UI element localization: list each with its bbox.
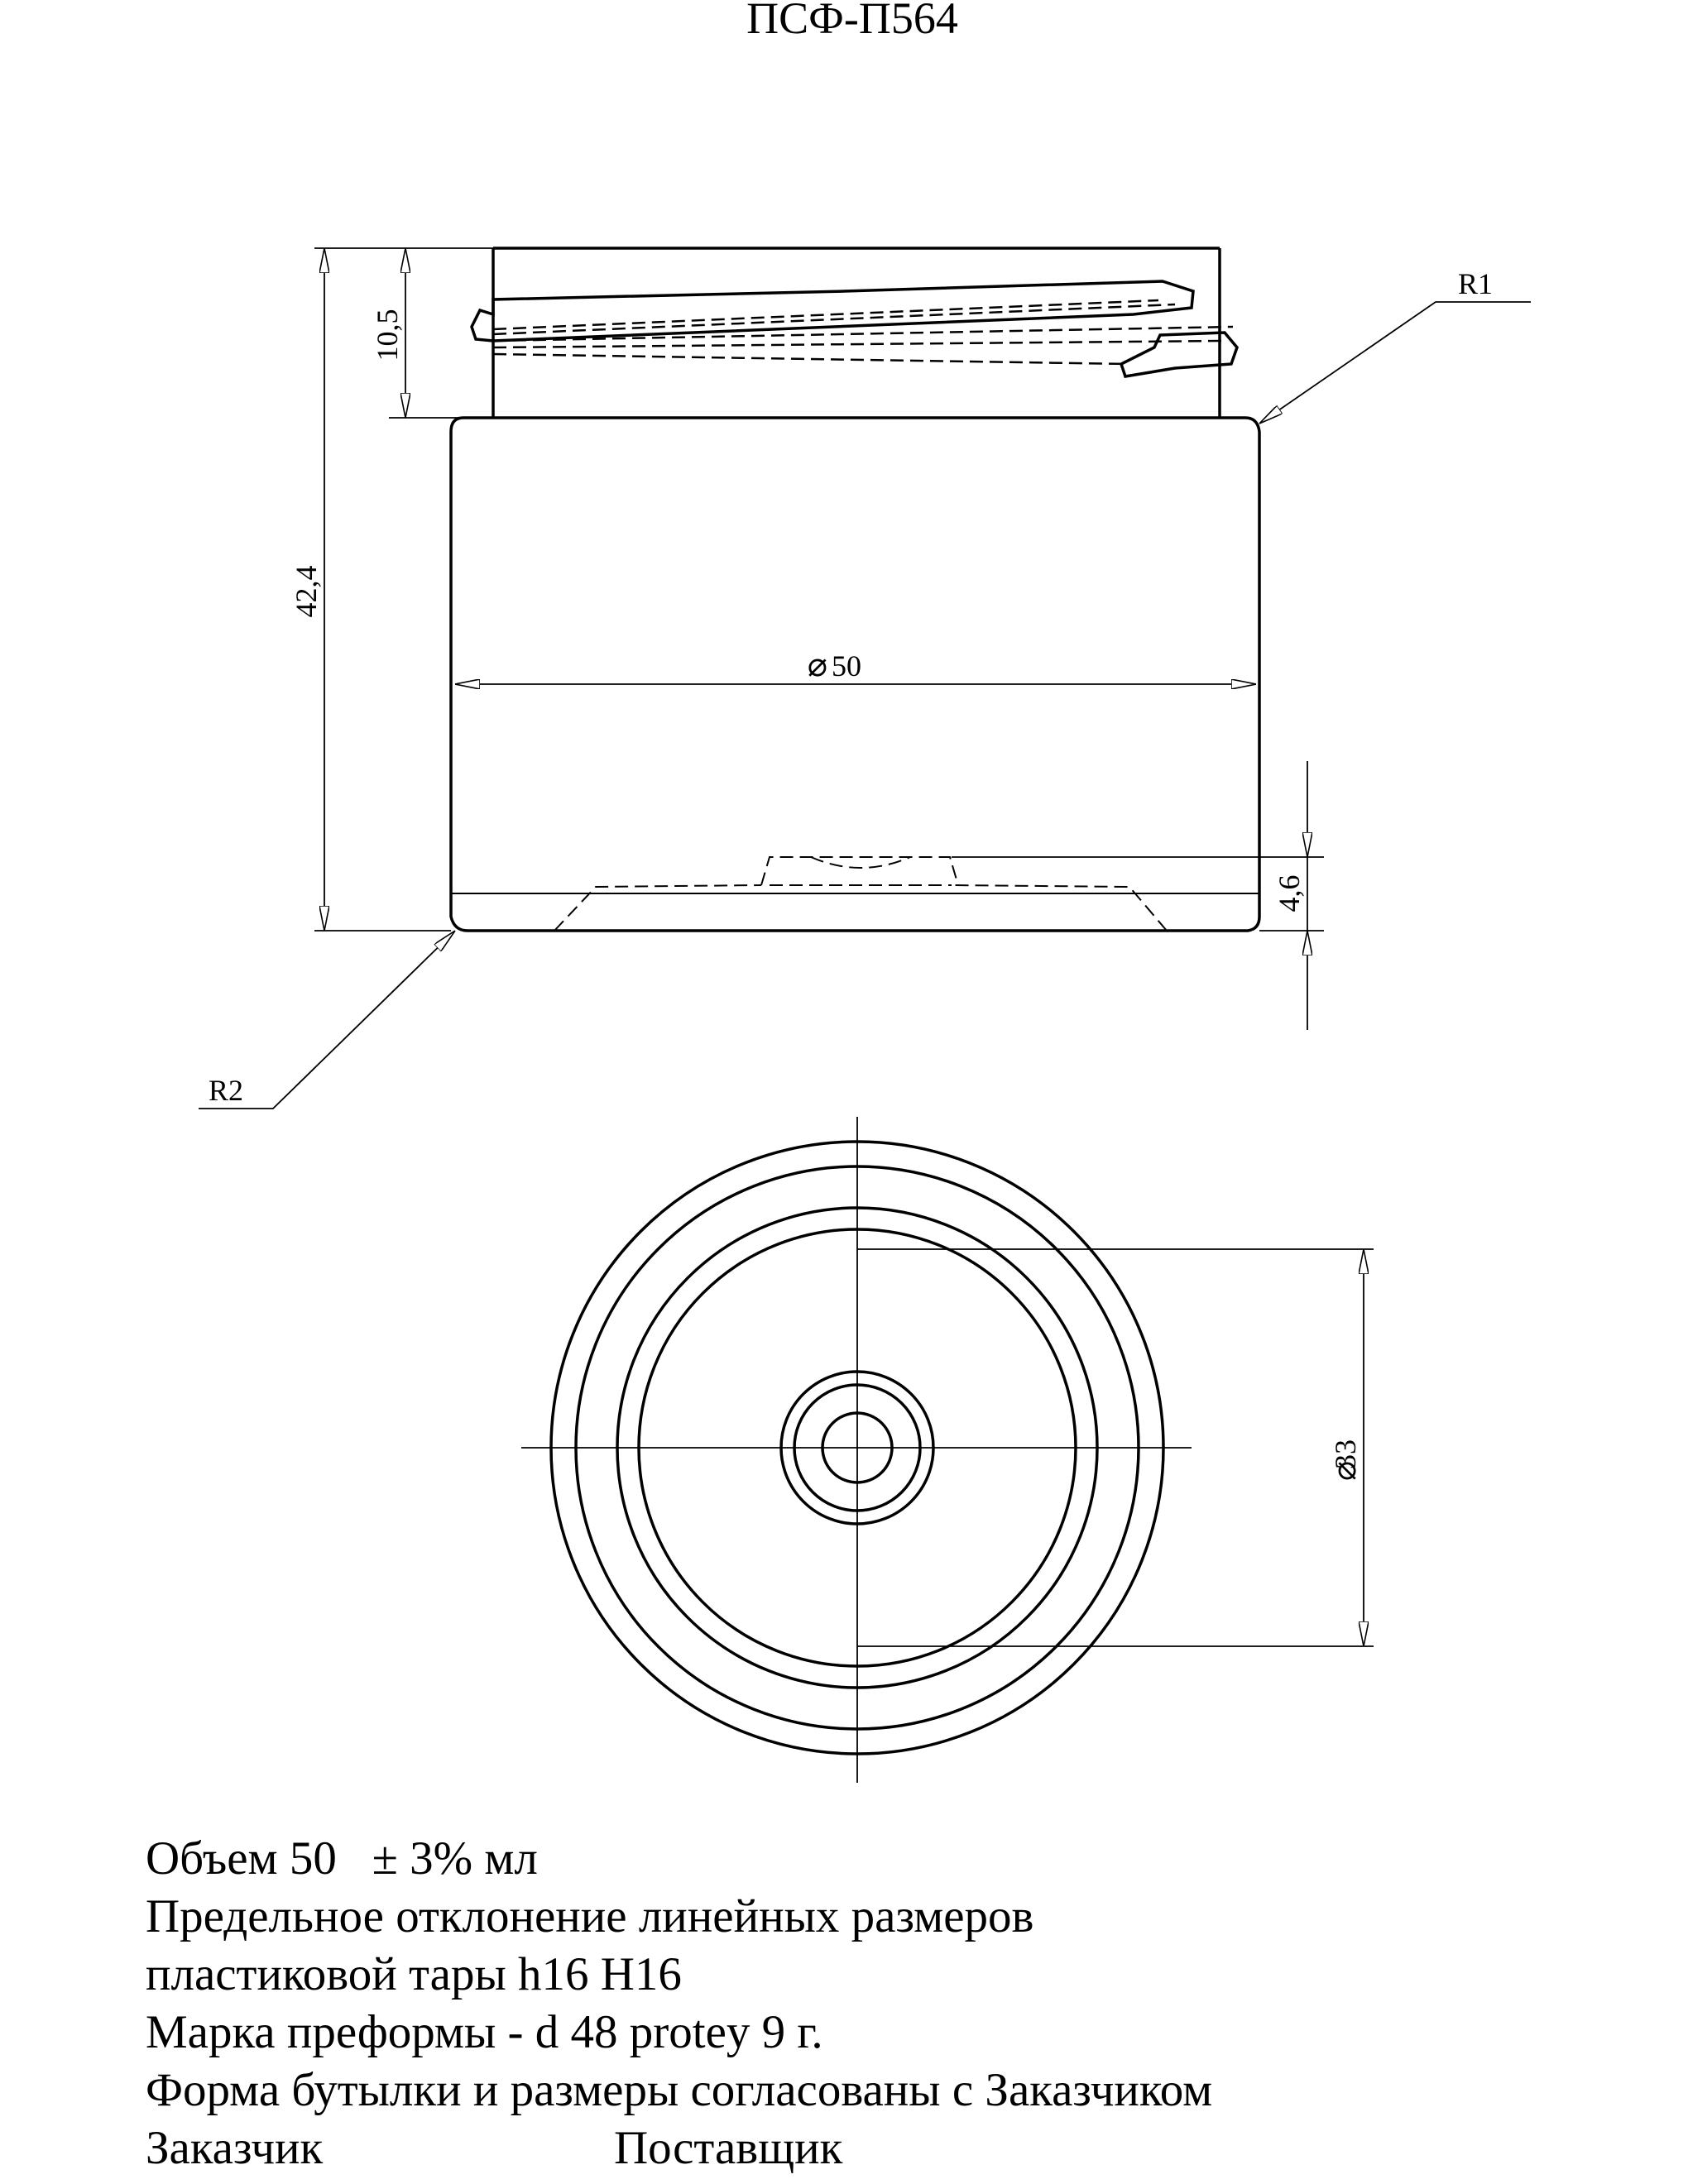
body-diameter-label: 50 [832, 649, 861, 682]
neck-height-label: 10,5 [371, 309, 404, 362]
tolerance-line-2: пластиковой тары h16 H16 [146, 1948, 682, 2000]
agreement-line: Форма бутылки и размеры согласованы с За… [146, 2064, 1213, 2116]
radius-r1-leader [1259, 301, 1531, 424]
bottom-view [521, 1117, 1192, 1783]
bottom-dimensions [857, 1248, 1374, 1647]
radius-r2-leader [199, 931, 455, 1109]
volume-tolerance: ± 3% мл [372, 1832, 538, 1885]
bottom-diameter-label: 33 [1329, 1439, 1362, 1469]
side-view [449, 247, 1261, 932]
body-diameter-symbol: ⌀ [808, 646, 827, 683]
specification-notes: Объем 50 ± 3% мл Предельное отклонение л… [146, 1830, 1212, 2177]
base-depth-label: 4,6 [1273, 875, 1306, 912]
supplier-label: Поставщик [614, 2122, 843, 2174]
volume-line: Объем 50 ± 3% мл [146, 1830, 1212, 1888]
preform-line: Марка преформы - d 48 protey 9 г. [146, 2006, 823, 2058]
drawing-title: ПСФ-П564 [746, 0, 958, 43]
customer-label: Заказчик [146, 2122, 324, 2174]
tolerance-line-1: Предельное отклонение линейных размеров [146, 1890, 1034, 1942]
signature-line: Заказчик Поставщик [146, 2119, 1212, 2177]
body-outline [449, 416, 1261, 932]
total-height-label: 42,4 [290, 566, 323, 618]
radius-r1-label: R1 [1458, 267, 1493, 300]
side-dimensions [199, 247, 1531, 1109]
base-pushup [554, 856, 1168, 932]
bottom-diameter-symbol: ⌀ [1326, 1461, 1363, 1481]
radius-r2-label: R2 [209, 1074, 243, 1107]
volume-value: Объем 50 [146, 1832, 337, 1885]
neck-thread [470, 280, 1239, 378]
